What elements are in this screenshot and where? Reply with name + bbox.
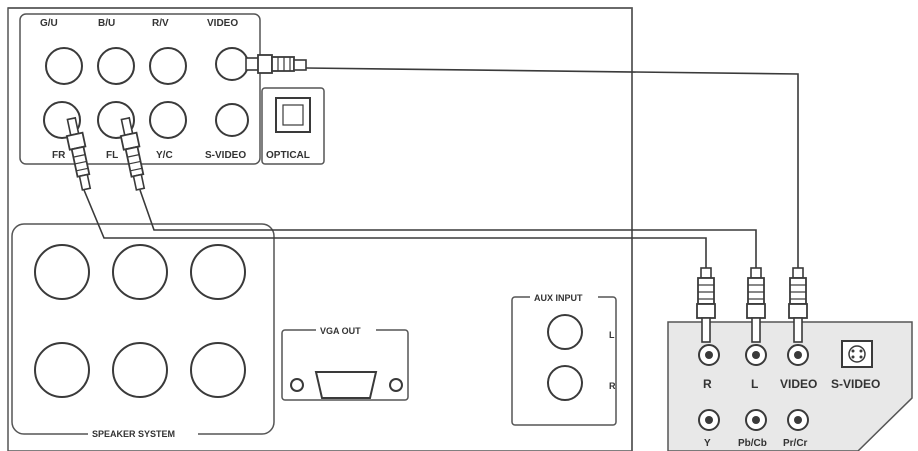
- tv-label-s-video: S-VIDEO: [831, 377, 880, 391]
- aux-jack-right[interactable]: [547, 365, 583, 401]
- tv-label-r: R: [703, 377, 712, 391]
- label-s-video-out: S-VIDEO: [205, 150, 246, 161]
- rca-plug-icon[interactable]: [788, 267, 808, 343]
- rca-plug-icon[interactable]: [245, 54, 307, 74]
- tv-label-pb: Pb/Cb: [738, 438, 767, 449]
- tv-input-panel: R L VIDEO S-VIDEO Y Pb/Cb Pr/Cr: [667, 321, 913, 451]
- cable-video: [305, 67, 799, 272]
- speaker-system-block: SPEAKER SYSTEM: [11, 223, 275, 440]
- speaker-jack-4[interactable]: [34, 342, 90, 398]
- tv-label-l: L: [751, 377, 758, 391]
- label-vga-out: VGA OUT: [320, 326, 361, 336]
- s-video-port-icon[interactable]: [841, 340, 873, 368]
- rca-plug-icon[interactable]: [118, 116, 149, 191]
- label-optical: OPTICAL: [266, 150, 310, 161]
- cables: [83, 67, 799, 272]
- speaker-jack-5[interactable]: [112, 342, 168, 398]
- label-aux-left: L: [609, 330, 615, 340]
- jack-b-u[interactable]: [97, 47, 135, 85]
- aux-input-block: AUX INPUT L R: [511, 290, 617, 426]
- label-r-v: R/V: [152, 18, 169, 29]
- rca-plug-icon[interactable]: [696, 267, 716, 343]
- jack-r-v[interactable]: [149, 47, 187, 85]
- speaker-jack-2[interactable]: [112, 244, 168, 300]
- vga-out-block: VGA OUT: [281, 323, 409, 401]
- jack-s-video-out[interactable]: [215, 103, 249, 137]
- label-fr: FR: [52, 150, 66, 161]
- label-y-c: Y/C: [156, 150, 173, 161]
- label-aux-right: R: [609, 381, 616, 391]
- tv-label-pr: Pr/Cr: [783, 438, 808, 449]
- tv-label-y: Y: [704, 438, 711, 449]
- label-speaker-system: SPEAKER SYSTEM: [92, 429, 175, 439]
- jack-y-c[interactable]: [149, 101, 187, 139]
- speaker-jack-3[interactable]: [190, 244, 246, 300]
- speaker-jack-1[interactable]: [34, 244, 90, 300]
- rca-plug-icon[interactable]: [64, 116, 95, 191]
- optical-port-icon[interactable]: [275, 97, 311, 133]
- jack-video-out[interactable]: [215, 47, 249, 81]
- label-b-u: B/U: [98, 18, 115, 29]
- speaker-jack-6[interactable]: [190, 342, 246, 398]
- label-video-out: VIDEO: [207, 18, 238, 29]
- cable-fr-to-r: [83, 189, 707, 272]
- label-fl: FL: [106, 150, 118, 161]
- optical-output: OPTICAL: [261, 87, 325, 165]
- aux-jack-left[interactable]: [547, 314, 583, 350]
- label-g-u: G/U: [40, 18, 58, 29]
- tv-label-video: VIDEO: [780, 377, 817, 391]
- jack-g-u[interactable]: [45, 47, 83, 85]
- av-output-block: G/U B/U R/V VIDEO FR FL Y/C S-VIDEO: [19, 13, 261, 165]
- rca-plug-icon[interactable]: [746, 267, 766, 343]
- vga-port-icon[interactable]: [290, 371, 403, 399]
- label-aux-input: AUX INPUT: [534, 293, 583, 303]
- cable-fl-to-l: [139, 189, 757, 272]
